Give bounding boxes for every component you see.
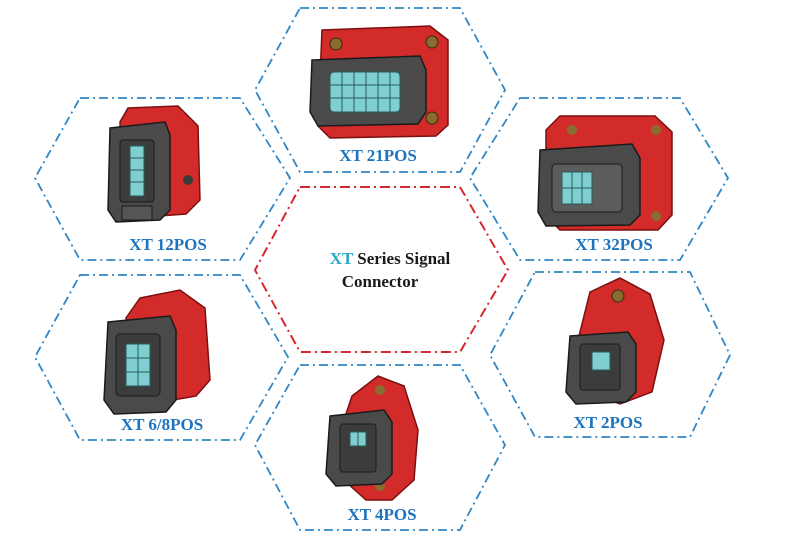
connector-68pos-illustration [103, 289, 211, 415]
connector-32pos-illustration [537, 115, 673, 231]
connector-2pos-label: XT 2POS [573, 413, 642, 432]
connector-12pos-illustration [107, 105, 201, 223]
hex-32pos-border [468, 97, 730, 261]
hex-4pos-border [253, 364, 507, 531]
hex-68pos-border [33, 274, 290, 441]
connector-4pos-illustration [325, 375, 419, 501]
hex-12pos-border [33, 97, 292, 261]
center-title-line2: Connector [342, 272, 419, 291]
connector-68pos-label: XT 6/8POS [121, 415, 203, 434]
hex-2pos-border [488, 271, 732, 438]
connector-21pos-illustration [309, 25, 449, 139]
center-title-accent: XT [330, 249, 354, 268]
connector-21pos-label: XT 21POS [339, 146, 417, 165]
connector-2pos-illustration [565, 277, 665, 405]
connector-32pos-label: XT 32POS [575, 235, 653, 254]
center-title-line1: XT Series Signal [330, 249, 451, 268]
connector-12pos-label: XT 12POS [129, 235, 207, 254]
connector-4pos-label: XT 4POS [347, 505, 416, 524]
hex-21pos-border [253, 7, 507, 173]
hex-center-border [253, 186, 510, 353]
center-title-rest: Series Signal [353, 249, 451, 268]
